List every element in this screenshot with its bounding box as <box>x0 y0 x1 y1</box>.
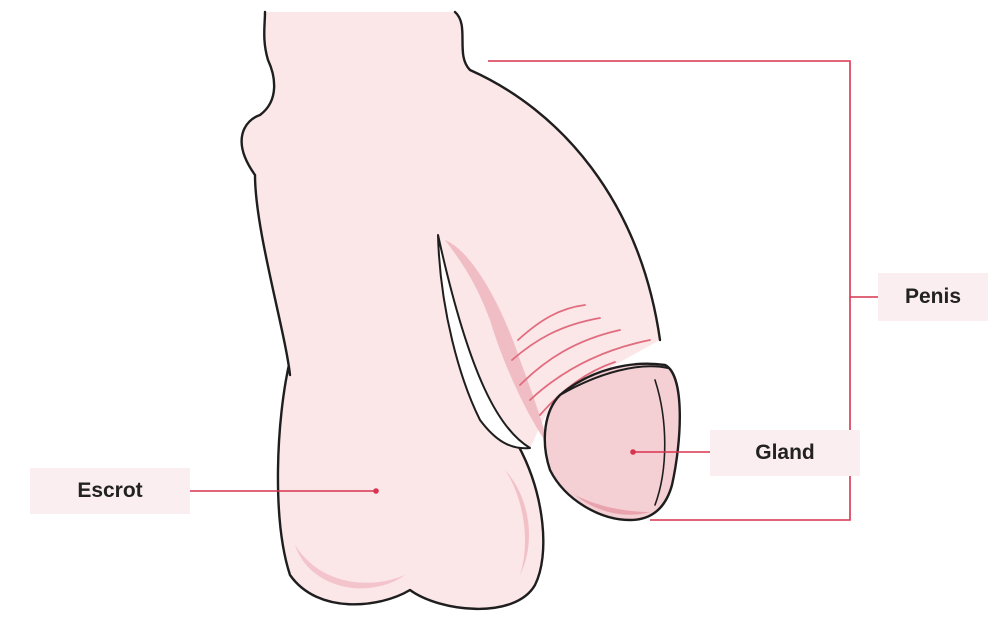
escrot-pointer-dot <box>373 488 379 494</box>
label-escrot: Escrot <box>30 468 190 514</box>
label-escrot-text: Escrot <box>77 479 142 503</box>
label-penis: Penis <box>878 273 988 321</box>
label-gland: Gland <box>710 430 860 476</box>
label-gland-text: Gland <box>755 441 815 465</box>
gland-pointer-dot <box>630 449 636 455</box>
label-penis-text: Penis <box>905 285 961 309</box>
